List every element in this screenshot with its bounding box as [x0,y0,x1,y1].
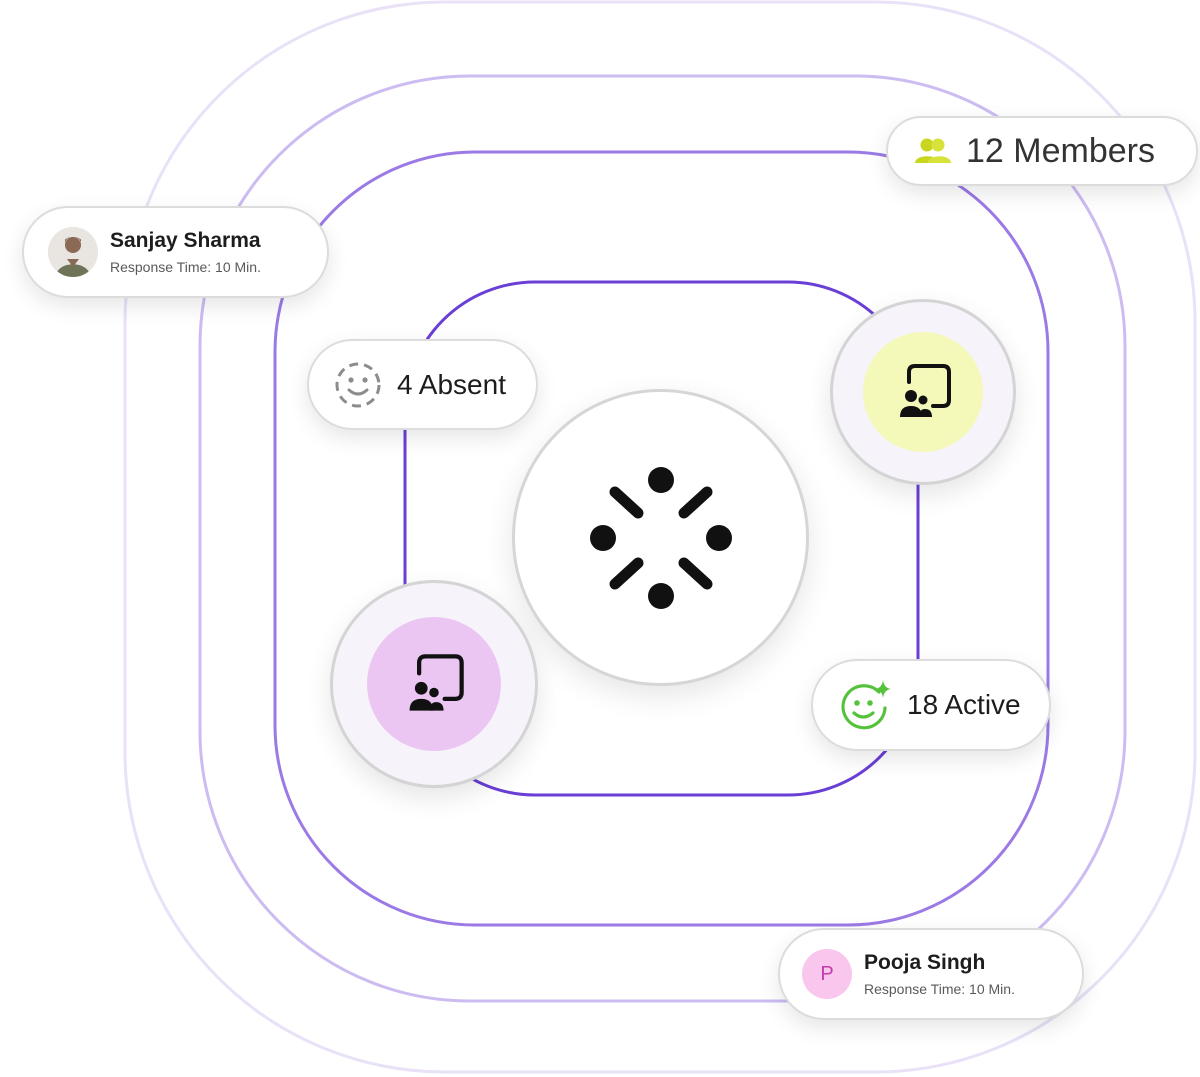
group-node-pink[interactable] [330,580,538,788]
dot-burst-logo-icon [586,463,736,613]
ring-second [273,150,1050,927]
members-badge: 12 Members [886,116,1198,186]
sanjay-response-time: Response Time: 10 Min. [110,259,261,275]
ring-outer [123,0,1197,1074]
sanjay-name: Sanjay Sharma [110,229,261,252]
sparkle-smiley-icon [839,678,893,732]
pooja-singh-card[interactable]: P Pooja Singh Response Time: 10 Min. [778,928,1084,1020]
sanjay-avatar [48,227,98,277]
sanjay-sharma-card[interactable]: Sanjay Sharma Response Time: 10 Min. [22,206,329,298]
active-badge: 18 Active [811,659,1051,751]
team-window-icon [891,360,955,424]
center-hub [512,389,809,686]
pooja-avatar: P [802,949,852,999]
members-label: 12 Members [966,131,1155,170]
active-label: 18 Active [907,689,1021,720]
group-node-pink-inner [367,617,501,751]
ring-third [198,74,1127,1003]
group-icon [914,136,952,166]
pooja-avatar-initial: P [820,962,834,985]
absent-badge: 4 Absent [307,339,538,430]
ring-inner [403,280,920,797]
team-window-icon [400,650,468,718]
pooja-name: Pooja Singh [864,951,986,974]
group-node-yellow-inner [863,332,983,452]
pooja-response-time: Response Time: 10 Min. [864,981,1015,997]
dashed-smiley-icon [333,360,383,410]
absent-label: 4 Absent [397,368,506,400]
group-node-yellow[interactable] [830,299,1016,485]
